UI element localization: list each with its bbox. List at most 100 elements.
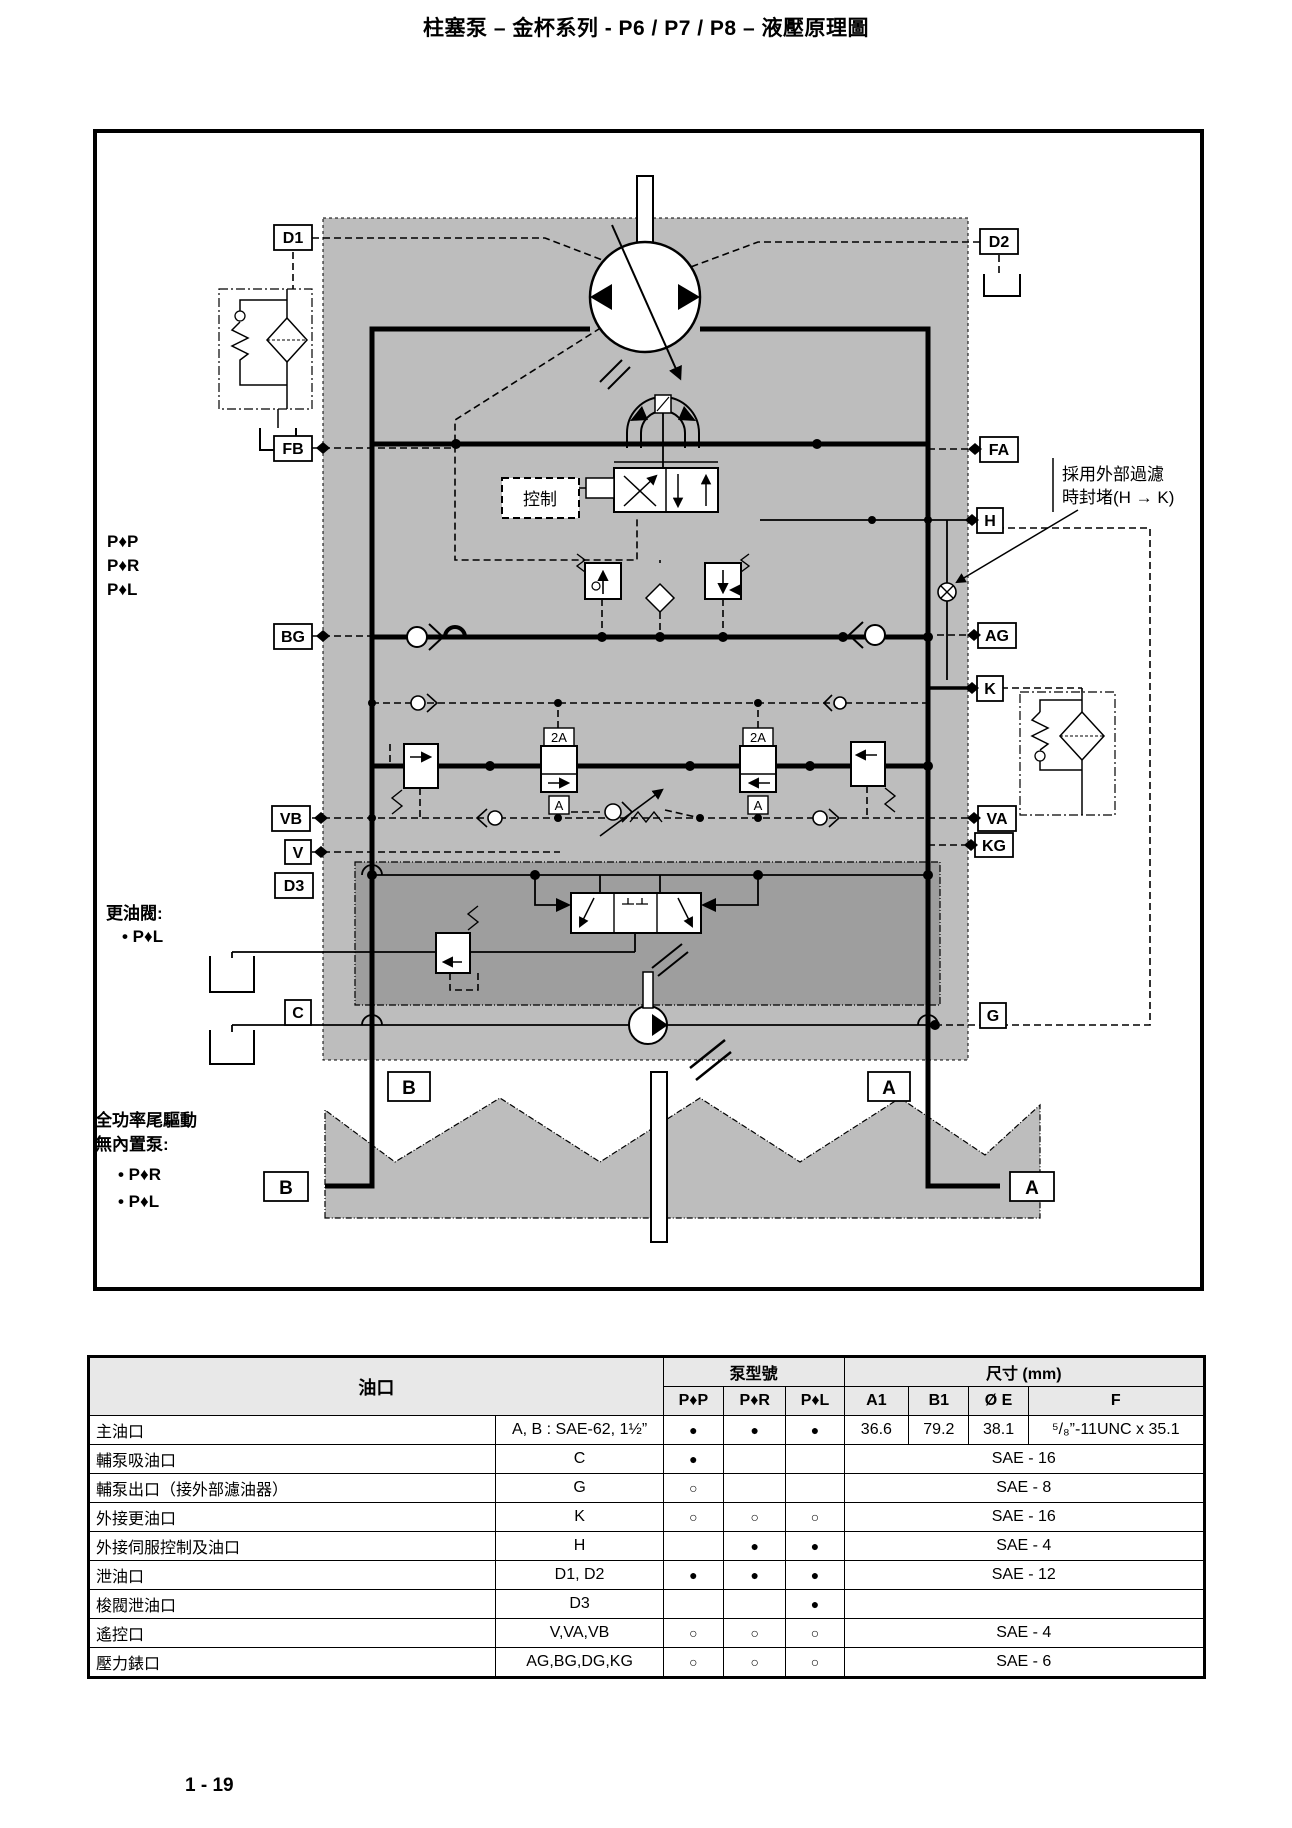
thru-drive-item2: • P♦L — [118, 1192, 159, 1211]
2a-valve-right-label: 2A — [750, 730, 766, 745]
thru-drive-region — [324, 1097, 1041, 1219]
row-port: C — [495, 1444, 664, 1474]
main-pressure-lines — [325, 326, 1000, 1189]
2a-valve-left: 2A A — [540, 727, 578, 815]
row-pp: ○ — [662, 1618, 725, 1648]
filter-note-line1: 採用外部過濾 — [1062, 465, 1164, 484]
row-pp: ● — [662, 1560, 725, 1590]
port-d3: D3 — [274, 872, 314, 899]
row-pl: ○ — [785, 1618, 845, 1648]
port-c: C — [284, 999, 312, 1026]
d2-tank — [983, 274, 1021, 297]
row-port: A, B : SAE-62, 1½” — [495, 1415, 664, 1445]
col-header-a1: A1 — [843, 1386, 910, 1416]
row-name: 輔泵吸油口 — [87, 1444, 497, 1474]
table-row: 遙控口 V,VA,VB ○ ○ ○ SAE - 4 — [87, 1618, 1206, 1648]
thru-drive-shaft — [650, 1039, 732, 1243]
row-name: 外接伺服控制及油口 — [87, 1531, 497, 1561]
flush-relief-valve — [435, 905, 480, 974]
svg-text:H: H — [984, 513, 996, 530]
port-h: H — [965, 507, 1004, 534]
port-fa: FA — [968, 436, 1019, 463]
adjustable-orifice-valve — [599, 788, 664, 837]
charge-relief-right — [850, 741, 897, 813]
table-row: 主油口 A, B : SAE-62, 1½” ● ● ● 36.6 79.2 3… — [87, 1415, 1206, 1445]
junction-dots — [367, 439, 940, 1030]
svg-text:B: B — [402, 1078, 416, 1099]
port-ag: AG — [967, 622, 1017, 649]
row-pl: ● — [785, 1560, 845, 1590]
row-pr — [722, 1473, 787, 1503]
flush-note-title: 更油閥: — [106, 903, 163, 923]
flush-tank — [209, 956, 255, 993]
aux-pump-symbol — [628, 943, 689, 1045]
port-d1: D1 — [273, 224, 313, 251]
table-row: 輔泵出口（接外部濾油器） G ○ SAE - 8 — [87, 1473, 1206, 1503]
thru-drive-item1: • P♦R — [118, 1165, 161, 1184]
svg-text:D2: D2 — [989, 234, 1010, 251]
port-b-upper: B — [387, 1071, 431, 1102]
charge-relief-left — [390, 743, 439, 815]
col-header-b1: B1 — [908, 1386, 970, 1416]
svg-text:KG: KG — [982, 838, 1006, 855]
control-box-label: 控制 — [523, 490, 557, 509]
2a-valve-left-a-label: A — [555, 798, 564, 813]
table-row: 外接伺服控制及油口 H ● ● SAE - 4 — [87, 1531, 1206, 1561]
servo-control-valve — [579, 461, 719, 513]
svg-text:BG: BG — [281, 629, 305, 646]
check-valves — [406, 621, 886, 828]
row-pp: ● — [662, 1444, 725, 1474]
row-pl: ○ — [785, 1647, 845, 1678]
thru-drive-line2: 無內置泵: — [95, 1134, 169, 1154]
table-row: 壓力錶口 AG,BG,DG,KG ○ ○ ○ SAE - 6 — [87, 1647, 1206, 1678]
table-header-row-1: 油口 泵型號 尺寸 (mm) — [88, 1356, 1206, 1416]
col-header-f: F — [1027, 1386, 1206, 1416]
svg-text:VA: VA — [986, 811, 1007, 828]
h-plug-symbol — [937, 582, 957, 602]
pump-variant-1: P♦P — [107, 532, 138, 551]
svg-text:V: V — [293, 845, 304, 862]
row-pl: ○ — [785, 1502, 845, 1532]
row-b1: 79.2 — [908, 1415, 970, 1445]
svg-text:A: A — [1025, 1178, 1039, 1199]
col-header-pump-model: 泵型號 — [662, 1356, 845, 1387]
page-number: 1 - 19 — [185, 1775, 234, 1796]
row-pr — [722, 1589, 787, 1619]
port-d2: D2 — [979, 228, 1019, 255]
row-pl: ● — [785, 1415, 845, 1445]
2a-valve-left-label: 2A — [551, 730, 567, 745]
aux-lines — [231, 413, 970, 1032]
col-header-e: Ø E — [968, 1386, 1029, 1416]
port-spec-table: 油口 泵型號 尺寸 (mm) P♦P P♦R P♦L A1 B1 Ø E F 主… — [87, 1355, 1206, 1679]
table-row: 輔泵吸油口 C ● SAE - 16 — [87, 1444, 1206, 1474]
col-header-ports: 油口 — [88, 1356, 664, 1416]
row-name: 梭閥泄油口 — [87, 1589, 497, 1619]
row-port: AG,BG,DG,KG — [495, 1647, 664, 1678]
table-row: 外接更油口 K ○ ○ ○ SAE - 16 — [87, 1502, 1206, 1532]
filter-note-line2: 時封堵(H → K) — [1062, 488, 1174, 507]
row-size — [843, 1589, 1206, 1619]
port-k: K — [965, 675, 1004, 702]
row-size: SAE - 16 — [843, 1444, 1206, 1474]
port-kg: KG — [964, 832, 1014, 858]
row-pr — [722, 1444, 787, 1474]
row-pp: ● — [662, 1415, 725, 1445]
thru-drive-note: 全功率尾驅動 無內置泵: • P♦R • P♦L — [94, 1110, 197, 1211]
row-pr: ○ — [722, 1618, 787, 1648]
page-title: 柱塞泵 – 金杯系列 - P6 / P7 / P8 – 液壓原理圖 — [423, 17, 869, 40]
row-name: 主油口 — [87, 1415, 497, 1445]
row-size: SAE - 6 — [843, 1647, 1206, 1678]
row-port: G — [495, 1473, 664, 1503]
col-header-pl: P♦L — [785, 1386, 845, 1416]
row-pp: ○ — [662, 1647, 725, 1678]
col-header-pp: P♦P — [662, 1386, 725, 1416]
row-pl: ● — [785, 1531, 845, 1561]
svg-text:VB: VB — [280, 811, 302, 828]
hydraulic-schematic-svg: 控制 2A — [93, 129, 1204, 1291]
svg-text:AG: AG — [985, 628, 1009, 645]
svg-text:D1: D1 — [283, 230, 304, 247]
row-pr: ● — [722, 1560, 787, 1590]
port-vb: VB — [271, 805, 328, 832]
svg-text:C: C — [292, 1005, 304, 1022]
